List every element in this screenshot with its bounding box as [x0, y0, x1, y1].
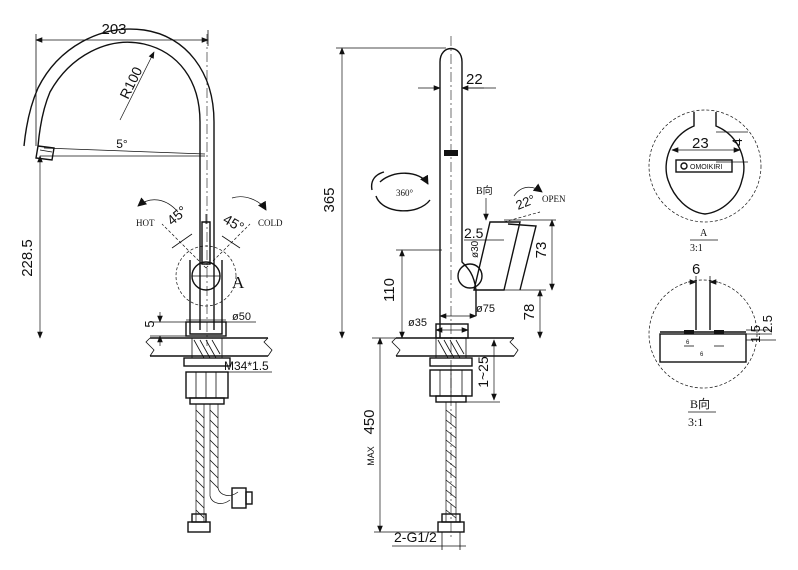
detail-ref-a: A	[232, 273, 245, 292]
side-handle-offset: 2.5	[464, 225, 484, 241]
detail-b: 6 6 6 1.5 2.5 B向 3:1	[648, 261, 776, 429]
side-total-height: 365	[321, 187, 338, 212]
detail-b-width: 6	[692, 261, 700, 278]
detail-a-dia: 23	[692, 135, 709, 152]
side-handle-length: 73	[533, 242, 550, 259]
spout-inner	[23, 28, 215, 330]
side-max: MAX	[366, 446, 376, 466]
detail-b-d1: 1.5	[748, 325, 763, 343]
dim-rotation-left: 45°	[164, 202, 191, 228]
side-view: 22 365 360° B向 OPEN 22° 2.5 73 ø30	[321, 36, 566, 550]
dim-radius: R100	[116, 64, 145, 101]
side-body-dia: ø75	[476, 303, 495, 315]
front-view: 203 R100 5° 228.5 HOT COLD 45° 45° A	[19, 21, 283, 533]
dim-height: 228.5	[19, 239, 36, 277]
detail-a: OMOIKIRI 23 4 A 3:1	[648, 109, 762, 254]
side-base-dia: ø35	[408, 317, 427, 329]
side-hose-length: 450	[361, 409, 378, 434]
detail-a-brand: OMOIKIRI	[690, 164, 722, 171]
side-spout-dia: 22	[466, 71, 483, 88]
detail-b-d2: 2.5	[760, 315, 775, 333]
side-body-height2: 78	[521, 304, 538, 321]
detail-b-scale: 3:1	[688, 415, 703, 429]
detail-a-width: 4	[729, 138, 745, 146]
side-counter-range: 1~25	[475, 356, 491, 388]
detail-a-scale: 3:1	[690, 243, 703, 254]
label-hot: HOT	[136, 218, 155, 228]
side-swivel: 360°	[396, 188, 414, 198]
spout-outline	[37, 41, 201, 330]
dim-thread: M34*1.5	[224, 359, 269, 373]
detail-b-label: B向	[690, 396, 710, 411]
spout-tip	[35, 145, 55, 161]
dim-width: 203	[101, 21, 126, 38]
detail-a-label: A	[700, 228, 708, 239]
detail-b-small-1: 6	[686, 340, 690, 346]
side-hose-thread: 2-G1/2	[394, 529, 437, 545]
dim-spout-angle: 5°	[116, 137, 128, 151]
side-view-ref: B向	[476, 184, 493, 197]
dim-base-height: 5	[142, 320, 157, 327]
side-body-height: 110	[381, 278, 398, 302]
dim-base-dia: ø50	[232, 311, 251, 323]
side-spout	[439, 47, 463, 250]
side-handle-dia: ø30	[470, 240, 481, 258]
side-open: OPEN	[542, 194, 566, 204]
detail-b-small-2: 6	[700, 352, 704, 358]
label-cold: COLD	[258, 218, 283, 228]
side-handle-angle: 22°	[514, 192, 538, 213]
